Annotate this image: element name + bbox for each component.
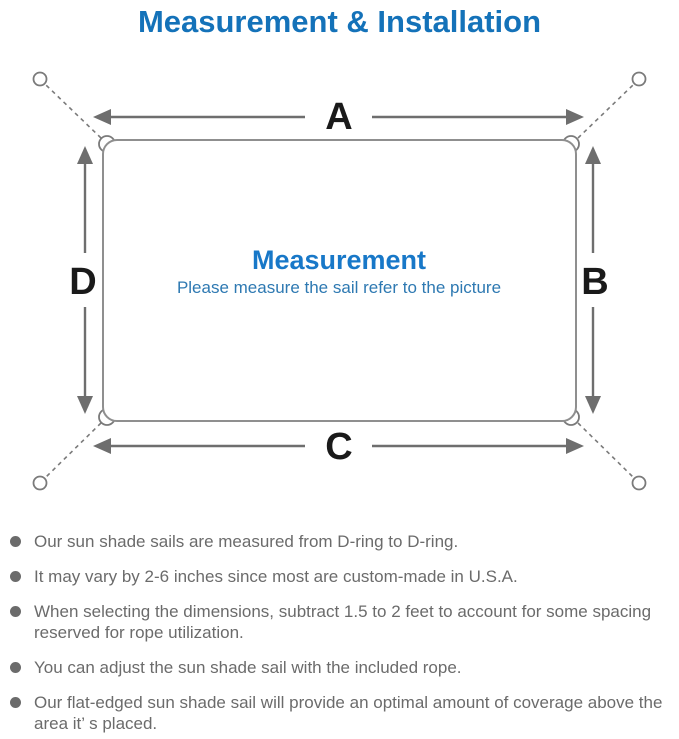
measurement-diagram: A B C D Measurement Please measure the s… bbox=[32, 71, 647, 491]
note-text: It may vary by 2-6 inches since most are… bbox=[34, 567, 518, 586]
list-item: You can adjust the sun shade sail with t… bbox=[8, 657, 669, 678]
dimension-label-a: A bbox=[325, 96, 352, 138]
bullet-icon bbox=[10, 536, 21, 547]
anchor-point-icon bbox=[631, 475, 647, 491]
rope-dashed-line bbox=[45, 422, 102, 478]
anchor-point-icon bbox=[32, 475, 48, 491]
bullet-icon bbox=[10, 606, 21, 617]
bullet-icon bbox=[10, 697, 21, 708]
dimension-arrowheads-b bbox=[585, 146, 601, 414]
dimension-label-b: B bbox=[581, 261, 608, 303]
dimension-label-c: C bbox=[325, 426, 352, 468]
note-text: You can adjust the sun shade sail with t… bbox=[34, 658, 462, 677]
rope-dashed-lines bbox=[45, 84, 634, 478]
anchor-point-icons bbox=[32, 71, 647, 491]
shade-sail-outline bbox=[102, 139, 577, 422]
rope-dashed-line bbox=[577, 422, 634, 478]
diagram-center-title: Measurement bbox=[252, 245, 426, 275]
anchor-point-icon bbox=[631, 71, 647, 87]
list-item: When selecting the dimensions, subtract … bbox=[8, 601, 669, 643]
note-text: Our sun shade sails are measured from D-… bbox=[34, 532, 459, 551]
bullet-icon bbox=[10, 571, 21, 582]
list-item: Our sun shade sails are measured from D-… bbox=[8, 531, 669, 552]
page-title: Measurement & Installation bbox=[137, 4, 542, 39]
dimension-arrowheads-a bbox=[93, 109, 584, 125]
notes-list: Our sun shade sails are measured from D-… bbox=[0, 515, 679, 734]
note-text: When selecting the dimensions, subtract … bbox=[34, 602, 652, 642]
bullet-icon bbox=[10, 662, 21, 673]
list-item: It may vary by 2-6 inches since most are… bbox=[8, 566, 669, 587]
dimension-label-d: D bbox=[69, 261, 96, 303]
list-item: Our flat-edged sun shade sail will provi… bbox=[8, 692, 669, 734]
rope-dashed-line bbox=[577, 84, 634, 139]
rope-dashed-line bbox=[45, 84, 102, 139]
dimension-arrowheads-c bbox=[93, 438, 584, 454]
diagram-center-subtitle: Please measure the sail refer to the pic… bbox=[177, 278, 501, 297]
note-text: Our flat-edged sun shade sail will provi… bbox=[34, 693, 663, 733]
anchor-point-icon bbox=[32, 71, 48, 87]
dimension-arrowheads-d bbox=[77, 146, 93, 414]
